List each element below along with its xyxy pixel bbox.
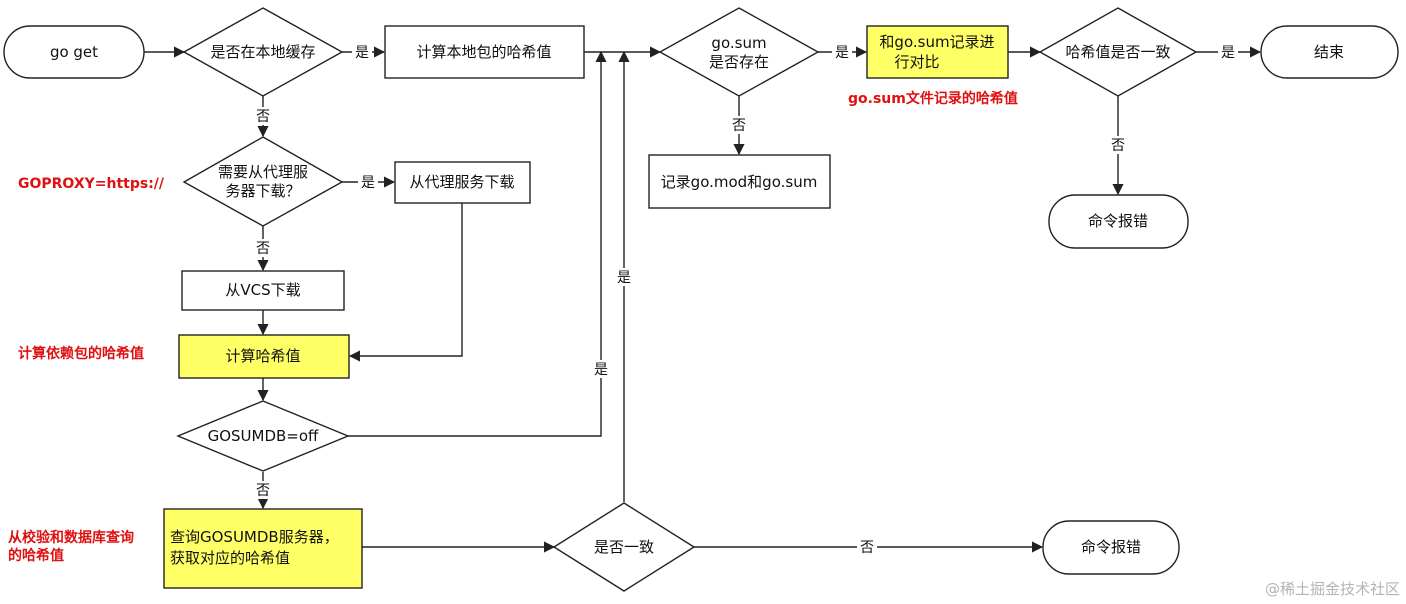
label-yes: 是 [835,45,849,61]
node-record-gosum-label: 记录go.mod和go.sum [661,173,818,191]
node-gosum-exists-line2: 是否存在 [709,53,769,71]
node-hash-match: 哈希值是否一致 [1038,7,1198,97]
annotation-checksum-db-line1: 从校验和数据库查询 [8,529,134,546]
annotation-gosum-file-hash: go.sum文件记录的哈希值 [848,90,1018,107]
node-calc-hash-label: 计算哈希值 [225,347,300,365]
node-gosumdb-off: GOSUMDB=off [176,400,350,472]
node-gosum-exists-line1: go.sum [711,34,766,52]
annotation-checksum-db-line2: 的哈希值 [8,547,64,564]
label-yes: 是 [1221,45,1235,61]
label-no: 否 [256,241,270,257]
label-no: 否 [256,483,270,499]
edge-gosumdb-yes [348,50,607,437]
node-error-top: 命令报错 [1048,194,1189,249]
node-compare-gosum-line1: 和go.sum记录进 [879,33,994,51]
label-no: 否 [732,118,746,134]
node-need-proxy-line1: 需要从代理服 [218,163,308,181]
node-hash-match-label: 哈希值是否一致 [1065,43,1170,61]
node-query-gosumdb-line1: 查询GOSUMDB服务器， [170,528,339,546]
node-consistent: 是否一致 [552,502,696,592]
edge-labels: 是 是 是 否 否 否 是 否 是 是 否 否 [253,43,1238,556]
node-download-proxy-label: 从代理服务下载 [409,173,514,191]
node-local-cache: 是否在本地缓存 [182,7,344,97]
node-query-gosumdb: 查询GOSUMDB服务器， 获取对应的哈希值 [163,508,363,589]
node-record-gosum: 记录go.mod和go.sum [648,154,831,209]
node-compare-gosum: 和go.sum记录进 行对比 [866,25,1009,79]
node-go-get: go get [3,25,145,79]
node-end-label: 结束 [1314,43,1344,61]
node-gosum-exists: go.sum 是否存在 [658,7,820,97]
node-end: 结束 [1260,25,1399,79]
annotation-goproxy: GOPROXY=https:// [18,176,165,192]
node-download-vcs: 从VCS下载 [181,270,345,311]
node-error-top-label: 命令报错 [1088,212,1148,230]
label-yes: 是 [617,270,631,286]
node-need-proxy-line2: 务器下载？ [225,182,300,200]
watermark: @稀土掘金技术社区 [1265,580,1400,598]
node-query-gosumdb-line2: 获取对应的哈希值 [170,549,290,567]
label-no: 否 [860,540,874,556]
annotation-dep-hash: 计算依赖包的哈希值 [18,345,144,362]
node-need-proxy: 需要从代理服 务器下载？ [182,136,344,227]
node-error-bottom-label: 命令报错 [1081,538,1141,556]
node-calc-local-hash: 计算本地包的哈希值 [384,25,585,79]
label-yes: 是 [361,175,375,191]
label-yes: 是 [594,362,608,378]
node-error-bottom: 命令报错 [1042,520,1180,575]
label-yes: 是 [355,45,369,61]
node-local-cache-label: 是否在本地缓存 [210,43,315,61]
node-go-get-label: go get [50,43,98,61]
node-consistent-label: 是否一致 [594,538,654,556]
node-download-vcs-label: 从VCS下载 [225,281,300,299]
node-compare-gosum-line2: 行对比 [894,53,939,71]
node-calc-hash: 计算哈希值 [178,334,350,379]
edge-download-calchash [348,203,463,362]
label-no: 否 [1111,138,1125,154]
label-no: 否 [256,109,270,125]
node-gosumdb-off-label: GOSUMDB=off [208,427,319,445]
node-download-proxy: 从代理服务下载 [394,161,531,204]
node-calc-local-hash-label: 计算本地包的哈希值 [416,43,551,61]
